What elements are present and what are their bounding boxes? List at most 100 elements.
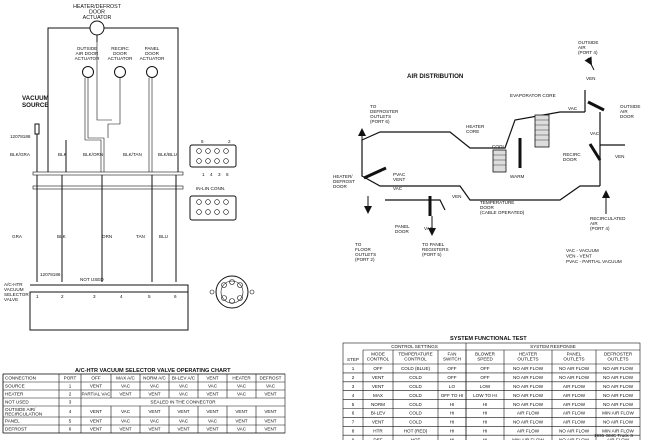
air-distribution-title: AIR DISTRIBUTION [407, 73, 464, 80]
hose-label: BLK [58, 152, 68, 157]
port-number: 5 [148, 294, 151, 299]
chart-cell: PANEL [5, 419, 20, 424]
table-cell: COLD [409, 411, 422, 416]
round-port-connector [209, 275, 255, 309]
chart-cell: VAC [266, 384, 276, 389]
chart-cell: VENT [235, 409, 247, 414]
chart-cell: HEATER [5, 392, 24, 397]
port-number: 4 [120, 294, 123, 299]
chart-cell: VENT [119, 392, 131, 397]
not-used-label: NOT USED [80, 277, 104, 282]
chart-cell: VAC [179, 419, 189, 424]
table-cell: AIR FLOW [563, 420, 586, 425]
table-cell: NO AIR FLOW [513, 384, 544, 389]
chart-cell: VAC [150, 419, 160, 424]
table-cell: 6 [352, 411, 355, 416]
evaporator-label: EVAPORATOR CORE [510, 93, 556, 98]
chart-cell: VENT [177, 409, 189, 414]
chart-cell: VENT [148, 409, 160, 414]
table-cell: NO AIR FLOW [559, 375, 590, 380]
chart-cell: VENT [264, 409, 276, 414]
table-cell: LO [449, 384, 456, 389]
table-cell: AIR FLOW [517, 411, 540, 416]
table-cell: NO AIR FLOW [603, 375, 634, 380]
chart-cell: VAC [150, 384, 160, 389]
table-cell: VENT [372, 384, 384, 389]
hose-label: BLK/ORN [83, 152, 103, 157]
table-cell: HOT [411, 437, 421, 440]
selector-valve-body [29, 291, 189, 331]
table-cell: NO AIR FLOW [513, 402, 544, 407]
chart-cell: MAX A/C [116, 376, 135, 381]
chart-cell: VENT [206, 409, 218, 414]
valve-chart-title: A/C-HTR VACUUM SELECTOR VALVE OPERATING … [75, 368, 231, 374]
table-cell: LOW TO HI [473, 393, 497, 398]
table-cell: HI [483, 428, 488, 433]
hose-label: BLK/GRA [10, 152, 31, 157]
chart-cell: 6 [69, 427, 72, 432]
table-cell: COLD [409, 420, 422, 425]
chart-cell: VENT [264, 392, 276, 397]
table-cell: NO AIR FLOW [513, 420, 544, 425]
table-cell: OFF TO HI [441, 393, 464, 398]
chart-cell: NOT USED [5, 400, 29, 405]
chart-cell: VENT [90, 419, 102, 424]
chart-cell: NORM A/C [143, 376, 166, 381]
table-cell: NO AIR FLOW [513, 366, 544, 371]
lower-hose-label: BLU [159, 234, 168, 239]
table-cell: AIR FLOW [563, 411, 586, 416]
heater-core [492, 149, 507, 173]
table-cell: LOW [480, 384, 491, 389]
table-cell: OFF [447, 375, 456, 380]
group-header: CONTROL SETTINGS [391, 344, 438, 349]
chart-cell: DEFROST [5, 427, 27, 432]
vac-label-4: VAC [590, 131, 600, 136]
table-cell: 8 [352, 428, 355, 433]
chart-cell: VENT [206, 392, 218, 397]
warm-label: WARM [510, 174, 525, 179]
chart-cell: DEFROST [260, 376, 282, 381]
table-cell: HI [483, 402, 488, 407]
chart-cell: SOURCE [5, 384, 25, 389]
inline-num-2: 2 [228, 139, 231, 144]
chart-cell: 4 [69, 409, 72, 414]
chart-cell: VAC [121, 409, 131, 414]
table-cell: VENT [372, 420, 384, 425]
table-cell: 4 [352, 393, 355, 398]
functional-test-title: SYSTEM FUNCTIONAL TEST [450, 336, 527, 342]
table-cell: NO AIR FLOW [603, 420, 634, 425]
chart-cell: VENT [90, 384, 102, 389]
chart-cell: VENT [148, 392, 160, 397]
inline-connector: 5 2 1 4 3 6 IN-LIN CONN. [189, 139, 237, 221]
chart-cell: VAC [237, 427, 247, 432]
table-cell: AIR FLOW [563, 393, 586, 398]
table-cell: AIR FLOW [607, 437, 630, 440]
chart-cell: 1 [69, 384, 72, 389]
chart-cell: OFF [91, 376, 100, 381]
table-cell: NO AIR FLOW [513, 393, 544, 398]
table-cell: NO AIR FLOW [603, 384, 634, 389]
inline-num-1: 1 [202, 172, 205, 177]
heater-defrost-actuator [89, 20, 105, 36]
chart-cell: VENT [264, 427, 276, 432]
table-cell: HI [450, 437, 455, 440]
table-cell: NO AIR FLOW [603, 402, 634, 407]
table-cell: OFF [480, 375, 489, 380]
chart-cell: SEALED IN THE CONNECTOR [150, 400, 216, 405]
lower-hose-label: ORN [102, 234, 112, 239]
